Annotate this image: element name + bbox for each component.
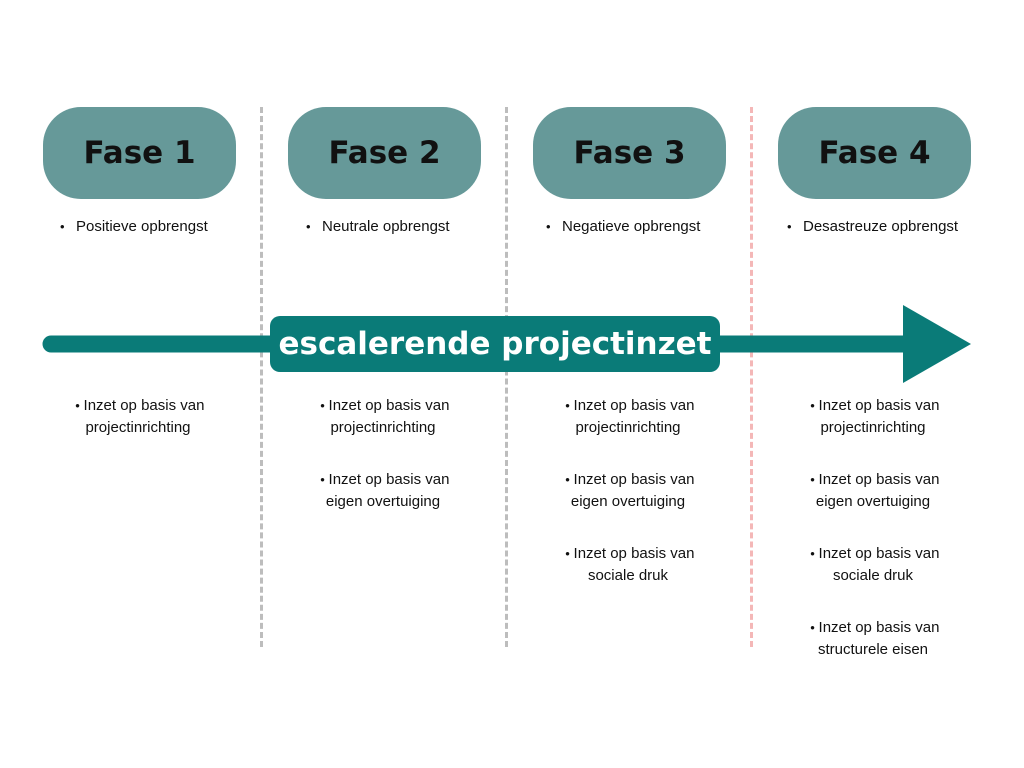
phase-3-label: Fase 3 <box>573 135 686 171</box>
inzet-list-item: •Inzet op basis van projectinrichting <box>773 395 973 439</box>
bullet-icon: • <box>565 546 570 561</box>
inzet-line-1: Inzet op basis van <box>573 471 695 488</box>
bullet-icon: • <box>810 398 815 413</box>
phase-3-yield: • Negatieve opbrengst <box>546 217 700 237</box>
inzet-line-2: projectinrichting <box>85 419 191 436</box>
bullet-icon: • <box>565 472 570 487</box>
inzet-line-2: eigen overtuiging <box>815 493 931 510</box>
bullet-icon: • <box>320 398 325 413</box>
inzet-line-1: Inzet op basis van <box>818 397 940 414</box>
inzet-line-2: sociale druk <box>832 567 914 584</box>
inzet-list-item: •Inzet op basis van projectinrichting <box>283 395 483 439</box>
phase-1-yield: • Positieve opbrengst <box>60 217 208 237</box>
inzet-line-2: projectinrichting <box>330 419 436 436</box>
phase-2-yield: • Neutrale opbrengst <box>306 217 450 237</box>
inzet-list-item: •Inzet op basis van projectinrichting <box>38 395 238 439</box>
phase-3-yield-text: Negatieve opbrengst <box>562 218 701 235</box>
inzet-line-2: projectinrichting <box>820 419 926 436</box>
inzet-line-2: structurele eisen <box>817 641 929 658</box>
bullet-icon: • <box>787 219 792 234</box>
bullet-icon: • <box>320 472 325 487</box>
phase-2-box: Fase 2 <box>288 107 481 199</box>
inzet-list-item: •Inzet op basis van eigen overtuiging <box>773 469 973 513</box>
bullet-icon: • <box>810 472 815 487</box>
phase-4-label: Fase 4 <box>818 135 931 171</box>
inzet-list-item: •Inzet op basis van sociale druk <box>773 543 973 587</box>
inzet-list-item: •Inzet op basis van eigen overtuiging <box>283 469 483 513</box>
divider-2-3 <box>505 107 508 647</box>
inzet-list-item: •Inzet op basis van sociale druk <box>528 543 728 587</box>
phase-4-yield-text: Desastreuze opbrengst <box>803 218 959 235</box>
inzet-line-1: Inzet op basis van <box>818 545 940 562</box>
phase-4-yield: • Desastreuze opbrengst <box>787 217 958 237</box>
arrow-label: escalerende projectinzet <box>278 326 712 362</box>
inzet-line-1: Inzet op basis van <box>573 545 695 562</box>
inzet-line-2: projectinrichting <box>575 419 681 436</box>
phase-1-label: Fase 1 <box>83 135 196 171</box>
bullet-icon: • <box>306 219 311 234</box>
bullet-icon: • <box>810 620 815 635</box>
phase-1-box: Fase 1 <box>43 107 236 199</box>
inzet-line-2: sociale druk <box>587 567 669 584</box>
phase-3-box: Fase 3 <box>533 107 726 199</box>
inzet-line-1: Inzet op basis van <box>818 471 940 488</box>
bullet-icon: • <box>546 219 551 234</box>
divider-1-2 <box>260 107 263 647</box>
bullet-icon: • <box>810 546 815 561</box>
inzet-line-1: Inzet op basis van <box>328 471 450 488</box>
phase-4-box: Fase 4 <box>778 107 971 199</box>
inzet-line-1: Inzet op basis van <box>328 397 450 414</box>
bullet-icon: • <box>60 219 65 234</box>
inzet-list-item: •Inzet op basis van eigen overtuiging <box>528 469 728 513</box>
arrow-label-pill: escalerende projectinzet <box>270 316 720 372</box>
arrow-head <box>903 305 971 383</box>
inzet-line-1: Inzet op basis van <box>818 619 940 636</box>
phase-1-yield-text: Positieve opbrengst <box>76 218 208 235</box>
bullet-icon: • <box>75 398 80 413</box>
inzet-list-item: •Inzet op basis van projectinrichting <box>528 395 728 439</box>
inzet-line-1: Inzet op basis van <box>573 397 695 414</box>
inzet-line-1: Inzet op basis van <box>83 397 205 414</box>
phase-2-yield-text: Neutrale opbrengst <box>322 218 450 235</box>
divider-3-4 <box>750 107 753 647</box>
bullet-icon: • <box>565 398 570 413</box>
phase-2-label: Fase 2 <box>328 135 441 171</box>
inzet-line-2: eigen overtuiging <box>570 493 686 510</box>
inzet-line-2: eigen overtuiging <box>325 493 441 510</box>
inzet-list-item: •Inzet op basis van structurele eisen <box>773 617 973 661</box>
